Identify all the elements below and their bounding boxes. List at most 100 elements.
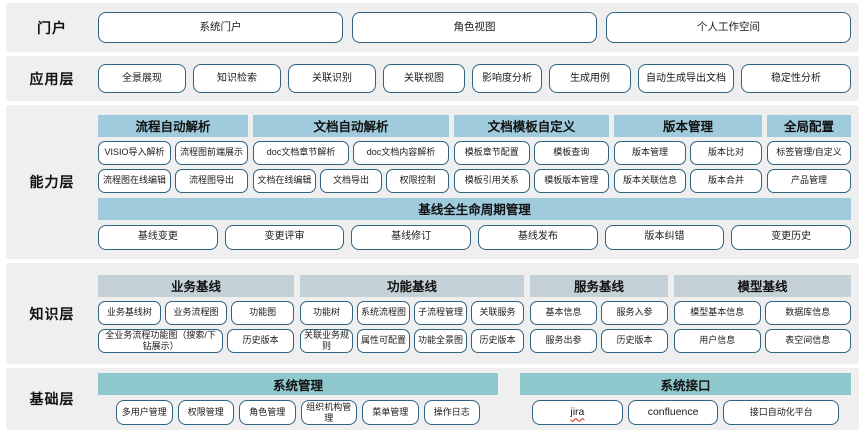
base-cell-multi-user-mgmt[interactable]: 多用户管理 [116,400,173,425]
foundation-group-columns: 系统管理 多用户管理 权限管理 角色管理 组织机构管理 菜单管理 操作日志 系统… [98,373,851,425]
layer-body-knowledge: 业务基线 业务基线树 业务流程图 功能图 全业务流程功能图（搜索/下钻展示） 历… [98,274,859,353]
layer-label-application: 应用层 [29,70,75,87]
know-cell-function-panorama[interactable]: 功能全景图 [414,328,467,353]
cap-cell-flowchart-frontend-display[interactable]: 流程图前端展示 [175,140,248,165]
layer-label-portal: 门户 [37,19,67,36]
cap-cell-version-compare[interactable]: 版本比对 [690,140,762,165]
group-title-function-baseline: 功能基线 [300,274,524,297]
app-item-stability-analysis[interactable]: 稳定性分析 [741,64,851,93]
base-cell-menu-mgmt[interactable]: 菜单管理 [362,400,419,425]
cap-cell-doc-chapter-parse[interactable]: doc文档章节解析 [253,140,349,165]
capability-group-global-config: 全局配置 标签管理/自定义 产品管理 [767,114,851,193]
portal-item-row: 系统门户 角色视图 个人工作空间 [98,12,851,43]
capability-group-version-mgmt: 版本管理 版本管理 版本比对 版本关联信息 版本合并 [614,114,762,193]
cap-cell-version-mgmt[interactable]: 版本管理 [614,140,686,165]
know-cell-tablespace-info[interactable]: 表空间信息 [764,328,851,353]
cap-cell-flowchart-online-edit[interactable]: 流程图在线编辑 [98,168,171,193]
cap-cell-version-merge[interactable]: 版本合并 [690,168,762,193]
cap-cell-visio-import[interactable]: VISIO导入解析 [98,140,171,165]
know-cell-history-version-business[interactable]: 历史版本 [227,328,294,353]
cap-cell-template-version-mgmt[interactable]: 模板版本管理 [533,168,609,193]
baseline-cell-version-correction[interactable]: 版本纠错 [604,224,725,250]
app-item-relation-view[interactable]: 关联视图 [383,64,465,93]
cap-cell-doc-content-parse[interactable]: doc文档内容解析 [353,140,449,165]
knowledge-group-model-baseline: 模型基线 模型基本信息 数据库信息 用户信息 表空间信息 [674,274,851,353]
base-cell-jira[interactable]: jira [532,400,623,425]
portal-item-role-view[interactable]: 角色视图 [352,12,597,43]
group-title-service-baseline: 服务基线 [530,274,668,297]
base-cell-confluence[interactable]: confluence [627,400,719,425]
app-item-impact-analysis[interactable]: 影响度分析 [472,64,542,93]
group-title-global-config: 全局配置 [767,114,851,137]
app-item-generate-case[interactable]: 生成用例 [549,64,631,93]
layer-capability: 能力层 流程自动解析 VISIO导入解析 流程图前端展示 流程图在线编辑 流程图… [6,105,859,259]
know-cell-related-service[interactable]: 关联服务 [471,300,524,325]
group-title-model-baseline: 模型基线 [674,274,851,297]
know-cell-related-business-rule[interactable]: 关联业务规则 [300,328,353,353]
know-cell-system-flowchart[interactable]: 系统流程图 [357,300,410,325]
application-item-row: 全景展现 知识检索 关联识别 关联视图 影响度分析 生成用例 自动生成导出文档 … [98,64,851,93]
layer-body-application: 全景展现 知识检索 关联识别 关联视图 影响度分析 生成用例 自动生成导出文档 … [98,64,859,93]
portal-item-system-portal[interactable]: 系统门户 [98,12,343,43]
group-title-business-baseline: 业务基线 [98,274,294,297]
base-cell-org-structure-mgmt[interactable]: 组织机构管理 [300,400,357,425]
portal-item-personal-workspace[interactable]: 个人工作空间 [606,12,851,43]
cap-cell-template-reference[interactable]: 模板引用关系 [454,168,530,193]
know-cell-database-info[interactable]: 数据库信息 [764,300,851,325]
know-cell-attribute-configurable[interactable]: 属性可配置 [357,328,410,353]
base-cell-permission-mgmt[interactable]: 权限管理 [177,400,234,425]
cap-cell-doc-online-edit[interactable]: 文档在线编辑 [253,168,316,193]
layer-application: 应用层 全景展现 知识检索 关联识别 关联视图 影响度分析 生成用例 自动生成导… [6,56,859,101]
know-cell-function-tree[interactable]: 功能树 [300,300,353,325]
layer-foundation: 基础层 系统管理 多用户管理 权限管理 角色管理 组织机构管理 菜单管理 操作日… [6,368,859,430]
group-title-system-mgmt: 系统管理 [98,373,498,395]
baseline-cell-release[interactable]: 基线发布 [478,224,598,250]
app-item-panorama[interactable]: 全景展现 [98,64,186,93]
know-cell-business-flowchart[interactable]: 业务流程图 [164,300,228,325]
group-title-system-interface: 系统接口 [520,373,851,395]
baseline-cell-revision[interactable]: 基线修订 [351,224,472,250]
foundation-group-system-mgmt: 系统管理 多用户管理 权限管理 角色管理 组织机构管理 菜单管理 操作日志 [98,373,498,425]
baseline-cell-change-history[interactable]: 变更历史 [731,224,852,250]
layer-label-knowledge: 知识层 [29,305,75,322]
capability-group-doc-template: 文档模板自定义 模板章节配置 模板查询 模板引用关系 模板版本管理 [454,114,609,193]
app-item-relation-recognition[interactable]: 关联识别 [288,64,376,93]
know-cell-user-info[interactable]: 用户信息 [674,328,761,353]
base-cell-interface-automation-platform[interactable]: 接口自动化平台 [723,400,840,425]
know-cell-subprocess-mgmt[interactable]: 子流程管理 [414,300,467,325]
capability-group-columns: 流程自动解析 VISIO导入解析 流程图前端展示 流程图在线编辑 流程图导出 [98,114,851,193]
know-cell-basic-info[interactable]: 基本信息 [530,300,597,325]
group-title-process-parsing: 流程自动解析 [98,114,248,137]
layer-body-capability: 流程自动解析 VISIO导入解析 流程图前端展示 流程图在线编辑 流程图导出 [98,114,859,250]
know-cell-history-version-service[interactable]: 历史版本 [601,328,668,353]
group-title-version-mgmt: 版本管理 [614,114,762,137]
app-item-knowledge-search[interactable]: 知识检索 [193,64,281,93]
base-cell-role-mgmt[interactable]: 角色管理 [239,400,296,425]
know-cell-business-baseline-tree[interactable]: 业务基线树 [98,300,161,325]
knowledge-group-business-baseline: 业务基线 业务基线树 业务流程图 功能图 全业务流程功能图（搜索/下钻展示） 历… [98,274,295,353]
cap-cell-version-relation-info[interactable]: 版本关联信息 [614,168,686,193]
layer-body-foundation: 系统管理 多用户管理 权限管理 角色管理 组织机构管理 菜单管理 操作日志 系统… [98,373,859,425]
know-cell-model-basic-info[interactable]: 模型基本信息 [674,300,761,325]
layer-portal: 门户 系统门户 角色视图 个人工作空间 [6,3,859,52]
know-cell-function-diagram[interactable]: 功能图 [231,300,295,325]
cap-cell-template-chapter-config[interactable]: 模板章节配置 [454,140,530,165]
cap-cell-doc-export[interactable]: 文档导出 [319,168,383,193]
layer-knowledge: 知识层 业务基线 业务基线树 业务流程图 功能图 全业务流程功能图（搜索/下钻展… [6,263,859,364]
baseline-cell-change-review[interactable]: 变更评审 [224,224,345,250]
know-cell-service-input-param[interactable]: 服务入参 [601,300,668,325]
know-cell-history-version-function[interactable]: 历史版本 [471,328,524,353]
know-cell-service-output-param[interactable]: 服务出参 [530,328,597,353]
cap-cell-flowchart-export[interactable]: 流程图导出 [175,168,248,193]
base-cell-operation-log[interactable]: 操作日志 [423,400,480,425]
app-item-auto-export-doc[interactable]: 自动生成导出文档 [638,64,734,93]
cap-cell-permission-control[interactable]: 权限控制 [386,168,450,193]
cap-cell-product-management[interactable]: 产品管理 [767,168,851,193]
know-cell-full-business-flow-function-diagram[interactable]: 全业务流程功能图（搜索/下钻展示） [98,328,224,353]
group-title-doc-template: 文档模板自定义 [454,114,609,137]
cap-cell-tag-management[interactable]: 标签管理/自定义 [767,140,851,165]
cap-cell-template-query[interactable]: 模板查询 [533,140,609,165]
baseline-cell-change[interactable]: 基线变更 [98,224,218,250]
group-title-baseline-lifecycle: 基线全生命周期管理 [98,197,851,220]
foundation-group-system-interface: 系统接口 jira confluence 接口自动化平台 [520,373,851,425]
